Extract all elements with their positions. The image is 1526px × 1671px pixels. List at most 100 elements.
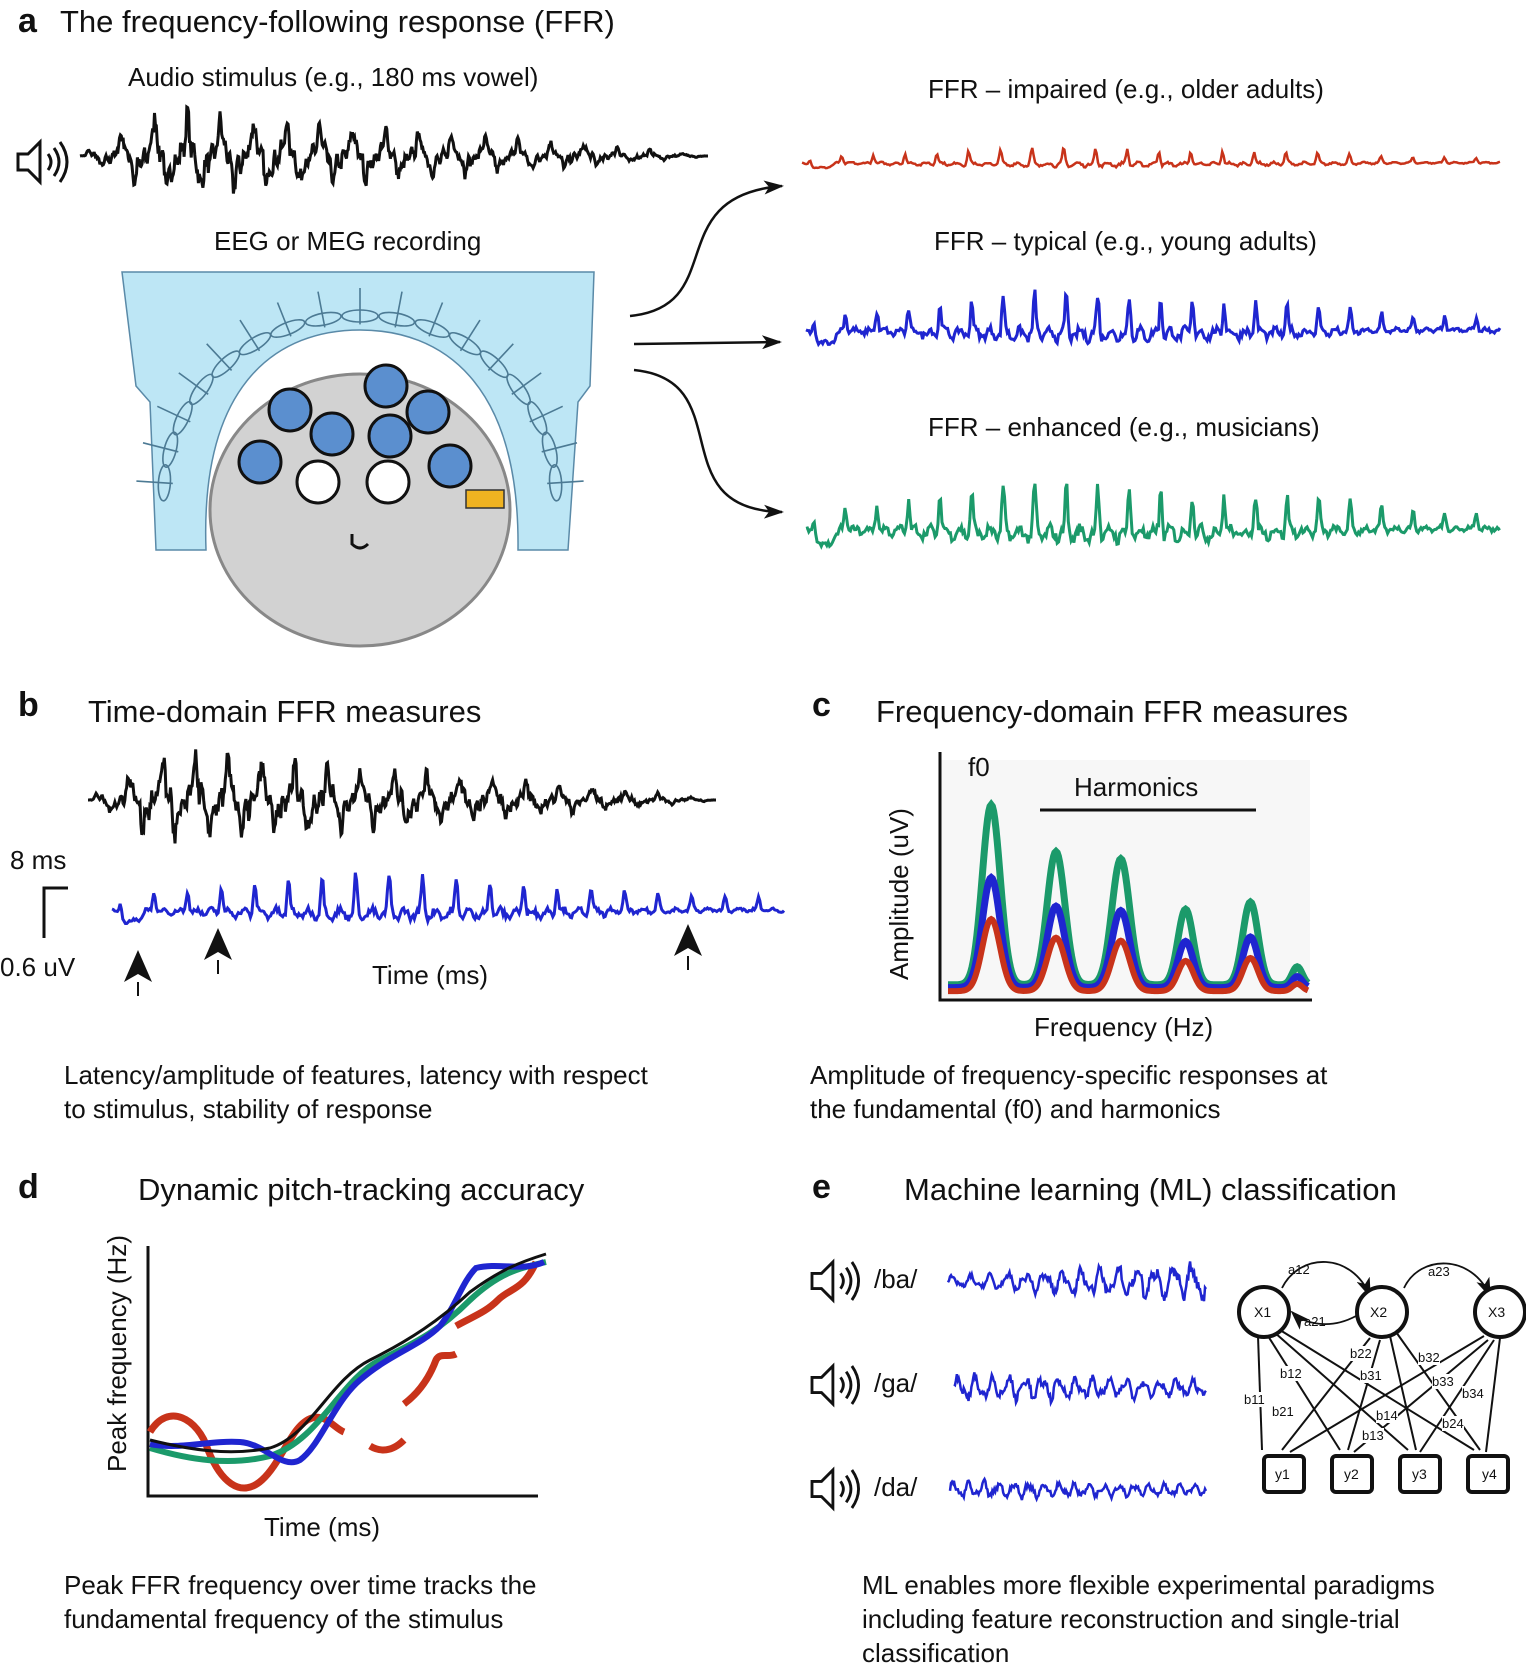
meg-sensor-stem <box>541 442 578 453</box>
panel-b-caption: Latency/amplitude of features, latency w… <box>64 1060 648 1124</box>
panel-c-caption: Amplitude of frequency-specific response… <box>810 1060 1328 1124</box>
eeg-electrode <box>427 443 473 489</box>
node-label: y2 <box>1344 1466 1359 1482</box>
pitch-time-axis-label: Time (ms) <box>264 1512 381 1542</box>
pitch-track-stimulus <box>149 1252 547 1454</box>
spectrum-axes <box>938 752 1312 1002</box>
meg-sensor-stem <box>142 442 179 453</box>
peak-frequency-axis-label: Peak frequency (Hz) <box>102 1235 132 1472</box>
spectrum-impaired <box>948 915 1310 995</box>
output-node <box>1398 1454 1442 1494</box>
node-label: X3 <box>1488 1304 1506 1320</box>
ffr-enhanced-label: FFR – enhanced (e.g., musicians) <box>928 412 1320 442</box>
speaker-icon <box>810 1258 860 1304</box>
speaker-icon <box>16 138 69 186</box>
meg-sensor-stem <box>394 291 403 328</box>
edge-label: b14 <box>1376 1408 1398 1423</box>
panel-b-letter: b <box>18 686 39 724</box>
time-axis-label: Time (ms) <box>372 960 489 990</box>
time-domain-stimulus-waveform <box>88 749 716 844</box>
panel-a-letter: a <box>18 2 37 40</box>
response-ba-waveform <box>946 1261 1208 1302</box>
latency-arrow <box>124 950 152 996</box>
latency-arrow <box>674 924 702 970</box>
eeg-electrode <box>367 413 413 459</box>
meg-sensor-stem <box>276 302 292 337</box>
meg-sensor-stem <box>156 405 191 423</box>
syllable-da-label: /da/ <box>874 1472 918 1502</box>
arrow-to-impaired <box>629 180 784 318</box>
eeg-electrode <box>309 411 355 457</box>
output-node <box>1330 1454 1374 1494</box>
head <box>208 372 512 648</box>
edge-label: b33 <box>1432 1374 1454 1389</box>
edge-label: b13 <box>1362 1428 1384 1443</box>
meg-sensor-stem <box>178 372 209 395</box>
meg-sensor-stem <box>317 291 326 328</box>
output-node <box>1466 1454 1510 1494</box>
node-label: y4 <box>1482 1466 1497 1482</box>
pitch-track-enhanced <box>149 1259 547 1465</box>
pitch-track-impaired <box>401 1350 458 1407</box>
arrow-to-enhanced <box>633 368 784 519</box>
eeg-electrode <box>365 459 411 505</box>
f0-label: f0 <box>968 752 990 782</box>
speaker-icon <box>810 1466 860 1512</box>
panel-d-caption: Peak FFR frequency over time tracks the … <box>64 1570 537 1634</box>
meg-sensor-stem <box>428 302 444 337</box>
meg-sensor-stem <box>136 480 173 485</box>
panel-c-title: Frequency-domain FFR measures <box>876 694 1349 729</box>
stimulus-label: Audio stimulus (e.g., 180 ms vowel) <box>128 62 539 92</box>
amplitude-axis-label: Amplitude (uV) <box>884 808 914 980</box>
node-label: X1 <box>1254 1304 1272 1320</box>
ffr-typical-waveform <box>805 289 1502 348</box>
meg-sensor-stem <box>459 319 481 352</box>
node-label: y1 <box>1275 1466 1290 1482</box>
eeg-electrode <box>363 363 409 409</box>
edge-label: b12 <box>1280 1366 1302 1381</box>
panel-e-caption: ML enables more flexible experimental pa… <box>862 1570 1435 1668</box>
time-domain-response-waveform <box>111 872 786 927</box>
scale-amp-label: 0.6 uV <box>0 952 76 982</box>
meg-sensor-stem <box>529 405 564 423</box>
latency-arrow <box>204 928 232 974</box>
edge-label: a21 <box>1304 1314 1326 1329</box>
harmonics-label: Harmonics <box>1074 772 1199 802</box>
meg-sensor-stem <box>487 343 514 371</box>
eeg-electrode <box>267 387 313 433</box>
meg-sensor-stem <box>206 343 233 371</box>
reference-electrode <box>465 489 505 509</box>
syllable-ba-label: /ba/ <box>874 1264 918 1294</box>
scale-time-label: 8 ms <box>10 845 67 875</box>
edge-label: a12 <box>1288 1262 1310 1277</box>
pitch-axes <box>146 1246 538 1498</box>
panel-b-title: Time-domain FFR measures <box>88 694 482 729</box>
recording-illustration <box>121 271 595 648</box>
meg-sensor-stem <box>511 372 542 395</box>
scale-bar <box>42 886 68 938</box>
ffr-impaired-waveform <box>801 145 1501 170</box>
response-ga-waveform <box>953 1370 1207 1408</box>
panel-e-letter: e <box>812 1168 831 1206</box>
syllable-ga-label: /ga/ <box>874 1368 918 1398</box>
eeg-electrode <box>237 439 283 485</box>
arrow-to-typical <box>633 335 782 350</box>
edge-label: b34 <box>1462 1386 1484 1401</box>
pitch-track-impaired <box>368 1437 407 1454</box>
pitch-track-impaired <box>147 1412 346 1492</box>
edge-label: b24 <box>1442 1416 1464 1431</box>
panel-a-title: The frequency-following response (FFR) <box>60 4 615 39</box>
panel-d-title: Dynamic pitch-tracking accuracy <box>138 1172 585 1207</box>
panel-c-letter: c <box>812 686 831 724</box>
edge-label: b21 <box>1272 1404 1294 1419</box>
eeg-electrode <box>295 459 341 505</box>
response-da-waveform <box>948 1476 1208 1503</box>
meg-sensor-stem <box>239 319 261 352</box>
edge-label: b22 <box>1350 1346 1372 1361</box>
ffr-impaired-label: FFR – impaired (e.g., older adults) <box>928 74 1324 104</box>
recording-label: EEG or MEG recording <box>214 226 482 256</box>
latent-node <box>1237 1285 1291 1339</box>
meg-sensor-stem <box>547 480 584 485</box>
panel-d-letter: d <box>18 1168 39 1206</box>
